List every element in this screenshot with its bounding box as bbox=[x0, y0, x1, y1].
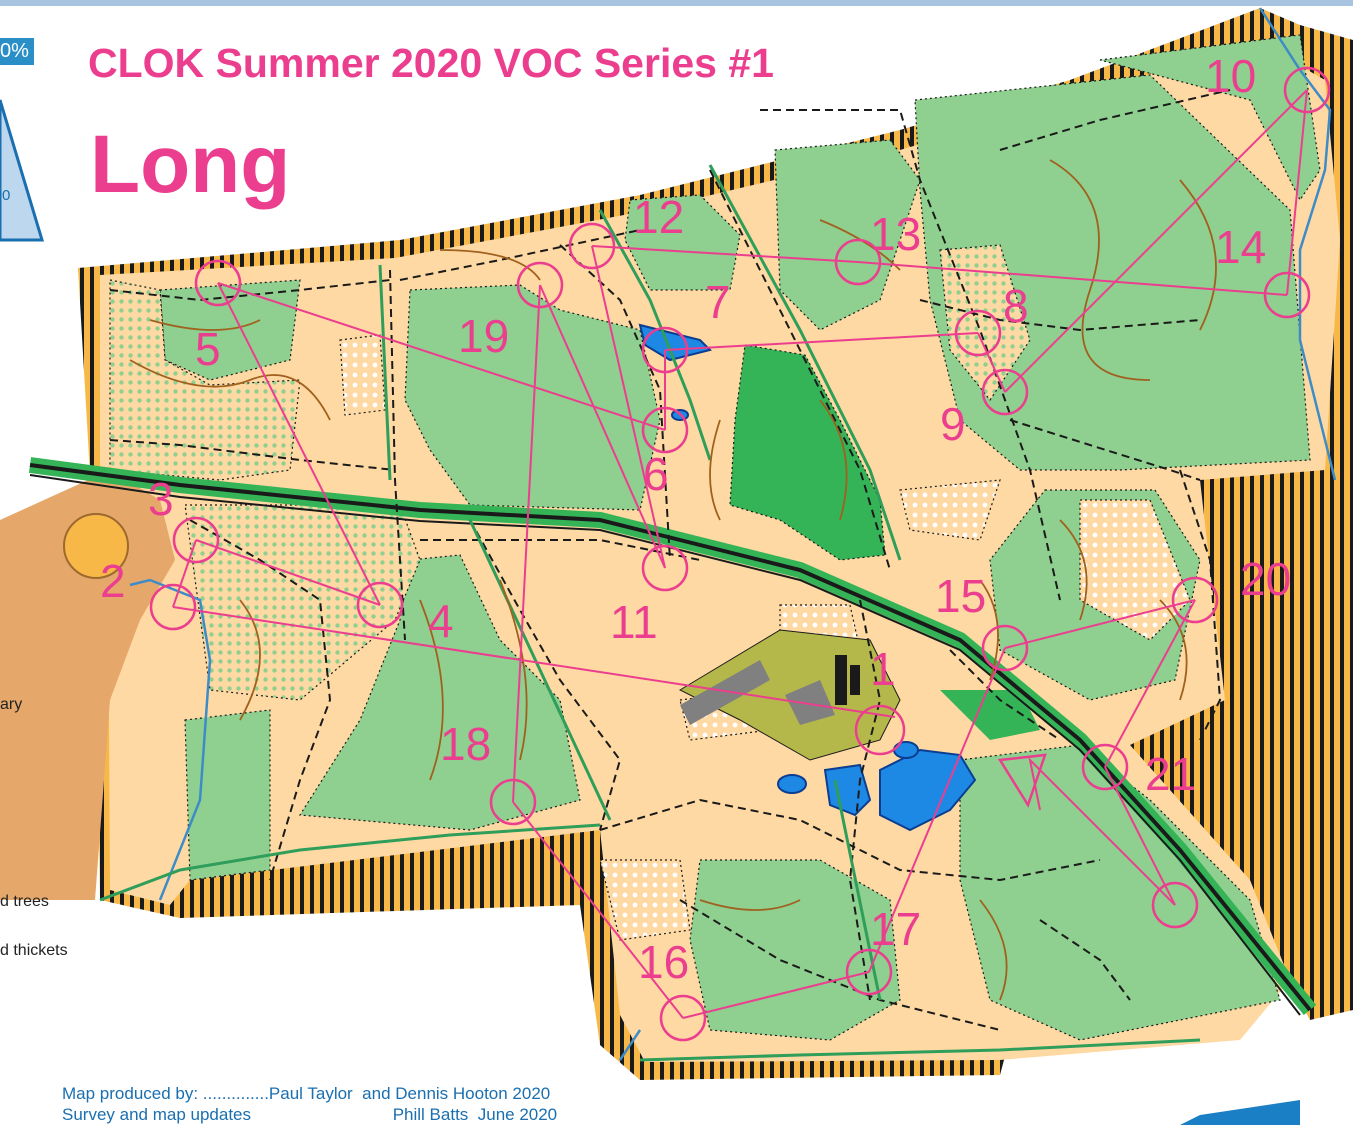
control-circles bbox=[149, 66, 1331, 1042]
control-number-2: 2 bbox=[100, 555, 126, 607]
course-name: Long bbox=[90, 119, 291, 210]
paths bbox=[109, 89, 1231, 1031]
control-number-8: 8 bbox=[1003, 280, 1029, 332]
scale-badge: 0% bbox=[0, 38, 34, 65]
control-number-7: 7 bbox=[705, 276, 731, 328]
legend-item-thickets: d thickets bbox=[0, 942, 68, 959]
control-number-4: 4 bbox=[428, 595, 454, 647]
course-legs bbox=[172, 89, 1308, 1019]
event-title: CLOK Summer 2020 VOC Series #1 bbox=[88, 40, 774, 86]
building-area bbox=[678, 629, 901, 761]
streams bbox=[129, 7, 1337, 1061]
control-number-1: 1 bbox=[870, 643, 896, 695]
legend-item-boundary: ary bbox=[0, 696, 23, 713]
control-number-11: 11 bbox=[610, 596, 658, 648]
roundabout-center bbox=[63, 513, 129, 579]
corner-badge bbox=[1180, 1100, 1300, 1125]
control-number-20: 20 bbox=[1240, 553, 1291, 605]
control-circle-1 bbox=[854, 704, 906, 756]
control-number-5: 5 bbox=[195, 323, 221, 375]
water-features bbox=[638, 323, 977, 832]
legend-item-trees: d trees bbox=[0, 893, 49, 910]
credits-line-2: Survey and map updates Phill Batts June … bbox=[62, 1105, 558, 1124]
credits-line-1: Map produced by: ..............Paul Tayl… bbox=[62, 1084, 551, 1103]
dense-forest-strip bbox=[940, 690, 1040, 740]
control-number-9: 9 bbox=[940, 398, 966, 450]
railway bbox=[28, 457, 1317, 1016]
roundabout-road bbox=[0, 470, 175, 900]
control-number-17: 17 bbox=[870, 903, 921, 955]
map-frame bbox=[0, 0, 1353, 6]
contour-lines bbox=[129, 159, 1217, 1001]
control-number-10: 10 bbox=[1205, 50, 1256, 102]
map-credits: Map produced by: ..............Paul Tayl… bbox=[62, 1083, 557, 1125]
legend-triangle bbox=[0, 99, 45, 242]
control-number-19: 19 bbox=[458, 310, 509, 362]
start-triangle bbox=[997, 753, 1047, 808]
control-number-18: 18 bbox=[440, 718, 491, 770]
control-number-6: 6 bbox=[643, 448, 669, 500]
control-number-13: 13 bbox=[870, 208, 921, 260]
legend-triangle-label: 0 bbox=[2, 187, 10, 204]
control-number-21: 21 bbox=[1145, 748, 1196, 800]
forest-areas bbox=[159, 34, 1321, 1041]
control-number-12: 12 bbox=[633, 191, 684, 243]
control-number-14: 14 bbox=[1215, 221, 1266, 273]
dense-forest bbox=[729, 344, 886, 561]
control-number-16: 16 bbox=[638, 936, 689, 988]
control-number-15: 15 bbox=[935, 570, 986, 622]
control-number-3: 3 bbox=[148, 473, 174, 525]
